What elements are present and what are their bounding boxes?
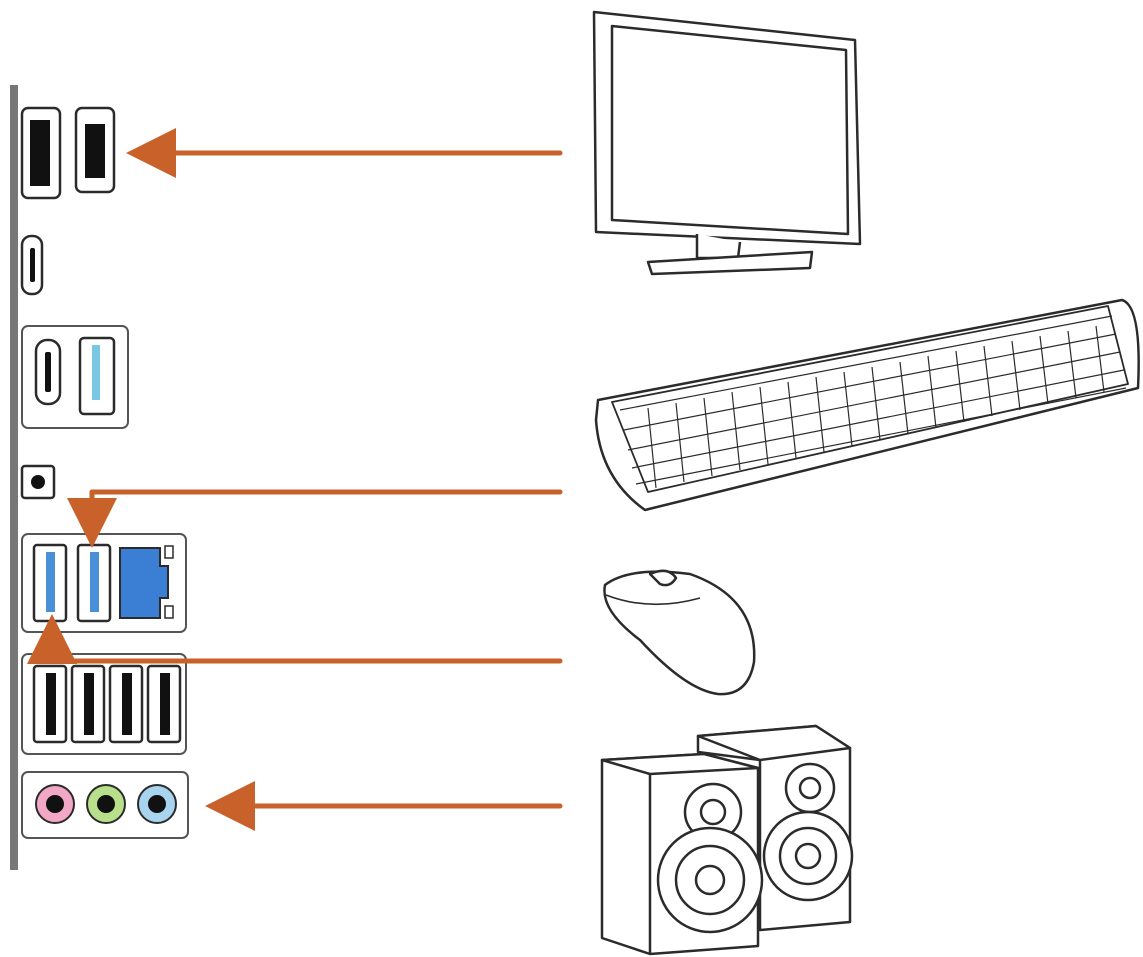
bios-flashback-button[interactable]: [20, 464, 56, 500]
usb-a-icon: [46, 552, 55, 612]
usb-a-icon: [90, 552, 99, 612]
mouse-icon: [603, 569, 756, 696]
usb-a-port-light-blue[interactable]: [78, 336, 116, 416]
usb-a-port-blue-2[interactable]: [76, 543, 112, 623]
usb-a-port-blue-1[interactable]: [32, 543, 68, 623]
displayport-port[interactable]: [74, 106, 116, 194]
ethernet-port[interactable]: [119, 545, 174, 619]
usb-a-icon: [122, 673, 132, 735]
usb-a-icon: [160, 673, 170, 735]
usb-c-icon: [45, 352, 51, 392]
usb-c-port[interactable]: [34, 338, 62, 406]
usb-black-group: [21, 653, 187, 755]
audio-group: [21, 771, 189, 839]
speaker-right: [696, 724, 854, 932]
mouse-arrow: [26, 614, 563, 664]
usb-group-1: [21, 325, 129, 429]
usb-c-icon: [30, 248, 35, 282]
hdmi-port[interactable]: [20, 106, 62, 200]
usb-a-icon: [84, 673, 94, 735]
monitor-icon: [592, 10, 862, 276]
keyboard-arrow: [67, 489, 563, 548]
usb-a-icon: [92, 345, 100, 400]
audio-jack-blue[interactable]: [137, 784, 177, 824]
audio-jack-pink[interactable]: [35, 784, 75, 824]
usb-lan-group: [21, 533, 187, 633]
connection-arrows: [26, 128, 563, 831]
usb-a-port-black-1[interactable]: [32, 664, 68, 744]
rear-io-panel: [10, 85, 189, 870]
rj45-icon: [119, 547, 169, 619]
usb-a-icon: [46, 673, 56, 735]
hdmi-port-icon: [30, 120, 50, 186]
audio-jack-green[interactable]: [86, 784, 126, 824]
speakers-icon: [600, 724, 854, 956]
usb-a-port-black-3[interactable]: [108, 664, 144, 744]
keyboard-icon: [594, 298, 1140, 512]
usb-a-port-black-4[interactable]: [146, 664, 182, 744]
keyboard-keys: [619, 315, 1127, 489]
displayport-icon: [85, 124, 105, 178]
button-icon: [31, 475, 45, 489]
usb-a-port-black-2[interactable]: [70, 664, 106, 744]
speaker-left: [600, 752, 764, 956]
usb-c-port-top[interactable]: [20, 234, 44, 296]
